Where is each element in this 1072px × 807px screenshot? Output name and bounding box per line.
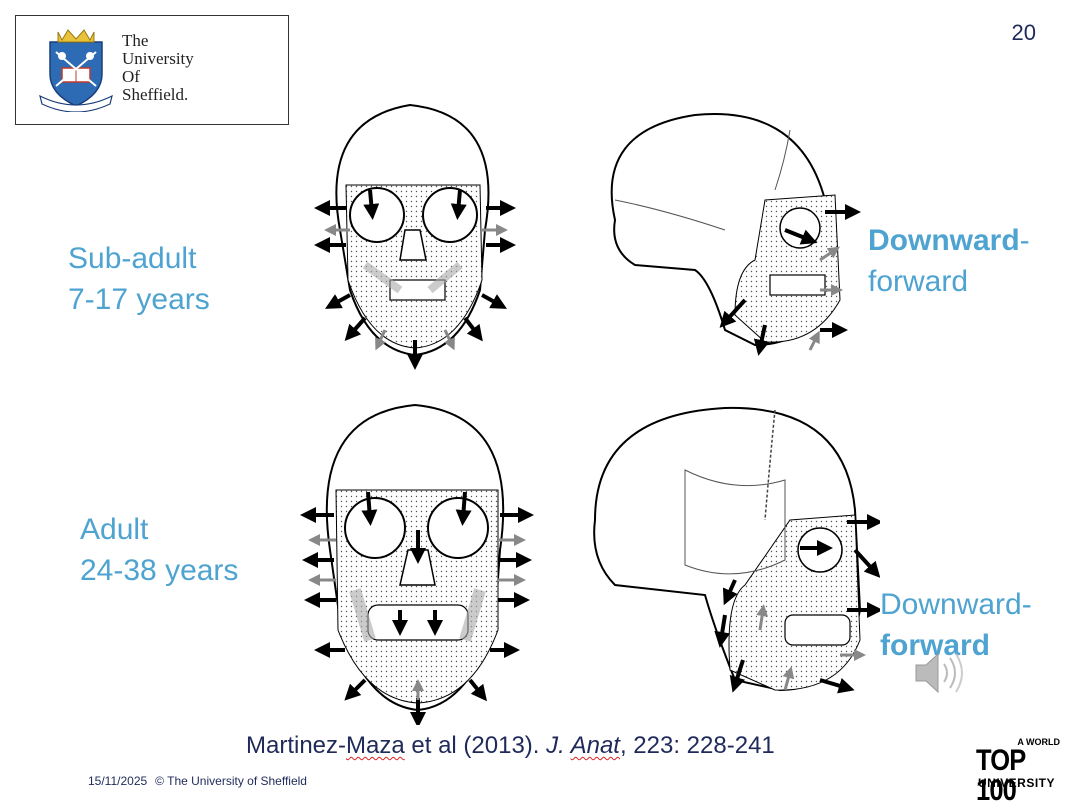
subadult-frontal-skull-figure: [314, 103, 516, 370]
logo-line: Of: [122, 67, 140, 86]
footer: 15/11/2025 © The University of Sheffield: [88, 774, 315, 788]
university-logo: The University Of Sheffield.: [15, 15, 289, 125]
citation-journal-a: J.: [546, 732, 571, 759]
top-100-badge: A WORLD TOP 100 UNIVERSITY: [976, 737, 1060, 806]
adult-direction-label: Downward- forward: [880, 584, 1032, 666]
subadult-lateral-skull-figure: [610, 113, 861, 356]
subadult-direction-label: Downward- forward: [868, 220, 1030, 302]
university-crest-icon: [39, 29, 113, 112]
slide-number: 20: [1011, 20, 1036, 45]
citation-authors-b: Maza: [346, 732, 405, 759]
logo-wordmark: The University Of Sheffield.: [122, 32, 194, 104]
citation-rest: , 223: 228-241: [619, 732, 775, 759]
citation-journal-b: Anat: [570, 732, 620, 759]
direction-line2: forward: [868, 265, 969, 298]
citation-authors-c: et al (2013).: [404, 732, 547, 759]
badge-line3: UNIVERSITY: [978, 776, 1056, 790]
direction-hyphen: -: [1019, 224, 1030, 257]
adult-lateral-skull-figure: [593, 406, 880, 694]
logo-line: Sheffield.: [122, 85, 189, 104]
age-range: 24-38 years: [80, 554, 239, 587]
footer-copyright: © The University of Sheffield: [155, 774, 307, 788]
citation: Martinez-Maza et al (2013). J. Anat, 223…: [246, 732, 775, 760]
logo-line: The: [122, 31, 149, 50]
direction-line1: Downward-: [880, 588, 1032, 621]
citation-authors-a: Martinez-: [246, 732, 347, 759]
age-group-name: Sub-adult: [68, 242, 197, 275]
subadult-age-label: Sub-adult 7-17 years: [68, 238, 210, 320]
speaker-icon[interactable]: [912, 648, 972, 698]
age-group-name: Adult: [80, 513, 149, 546]
age-range: 7-17 years: [68, 283, 210, 316]
adult-frontal-skull-figure: [300, 403, 534, 725]
badge-line1: A WORLD: [1017, 737, 1060, 747]
footer-date: 15/11/2025: [88, 774, 148, 788]
badge-line2: TOP 100: [976, 744, 1026, 807]
adult-age-label: Adult 24-38 years: [80, 509, 238, 591]
logo-line: University: [122, 49, 194, 68]
direction-bold: Downward: [868, 224, 1020, 257]
